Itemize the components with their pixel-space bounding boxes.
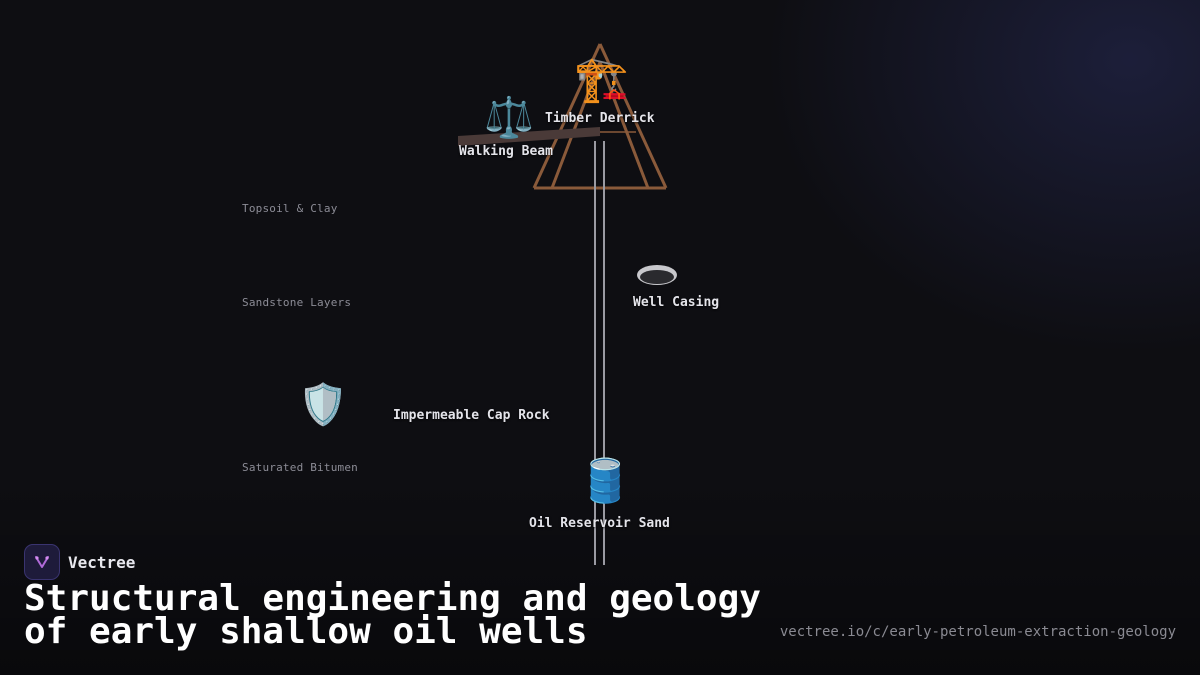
- walking-beam-bar: [458, 127, 600, 146]
- layer-topsoil-label: Topsoil & Clay: [242, 202, 338, 215]
- brand: Vectree: [24, 544, 135, 580]
- balance-scale-icon: ⚖️: [484, 95, 534, 141]
- well-pipe: [594, 141, 605, 565]
- derrick-label: Timber Derrick: [545, 111, 655, 126]
- vectree-logo-icon: [24, 544, 60, 580]
- shield-icon: 🛡️: [298, 382, 348, 428]
- oil-drum-icon: 🛢️: [579, 456, 632, 505]
- cap-rock-label: Impermeable Cap Rock: [393, 408, 550, 423]
- page-title: Structural engineering and geology of ea…: [24, 578, 761, 652]
- source-url[interactable]: vectree.io/c/early-petroleum-extraction-…: [779, 624, 1176, 640]
- brand-name: Vectree: [68, 552, 136, 572]
- reservoir-label: Oil Reservoir Sand: [529, 516, 670, 531]
- well-casing-label: Well Casing: [633, 295, 720, 310]
- walking-beam-label: Walking Beam: [459, 144, 553, 159]
- crane-icon: 🏗️: [574, 54, 629, 105]
- layer-bitumen-label: Saturated Bitumen: [242, 461, 358, 474]
- timber-derrick-frame: [532, 43, 668, 190]
- layer-sandstone-label: Sandstone Layers: [242, 296, 352, 309]
- well-casing-icon: [637, 265, 677, 285]
